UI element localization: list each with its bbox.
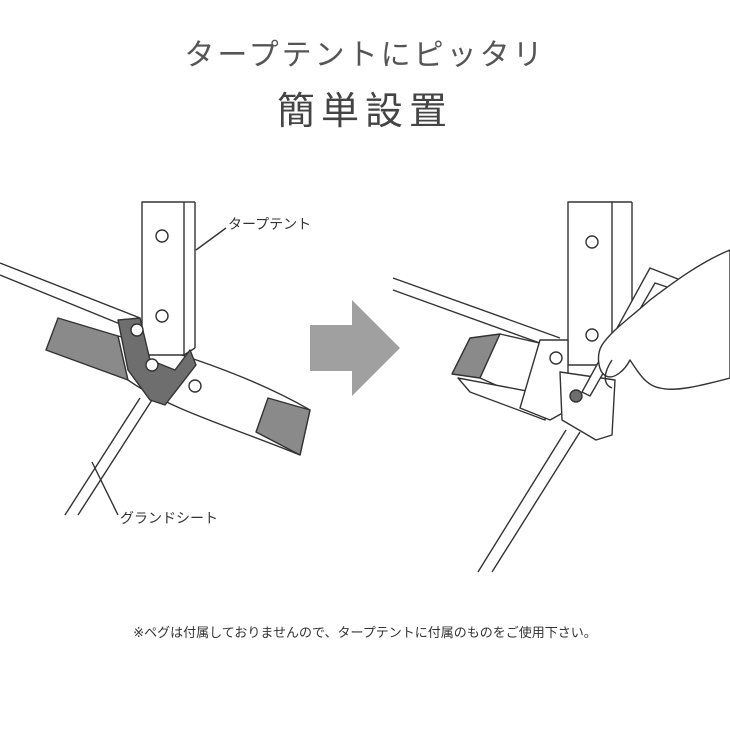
right-illustration [392,201,730,573]
left-illustration [0,201,311,516]
hand-icon [597,249,730,390]
ground-sheet-label: グランドシート [120,511,218,527]
footer-note: ※ペグは付属しておりませんので、タープテントに付属のものをご使用下さい。 [133,626,597,641]
subtitle: タープテントにピッタリ [184,38,546,73]
right-arrow-icon [310,300,400,396]
tent-label: タープテント [228,217,312,233]
page-title: 簡単設置 [276,89,453,133]
